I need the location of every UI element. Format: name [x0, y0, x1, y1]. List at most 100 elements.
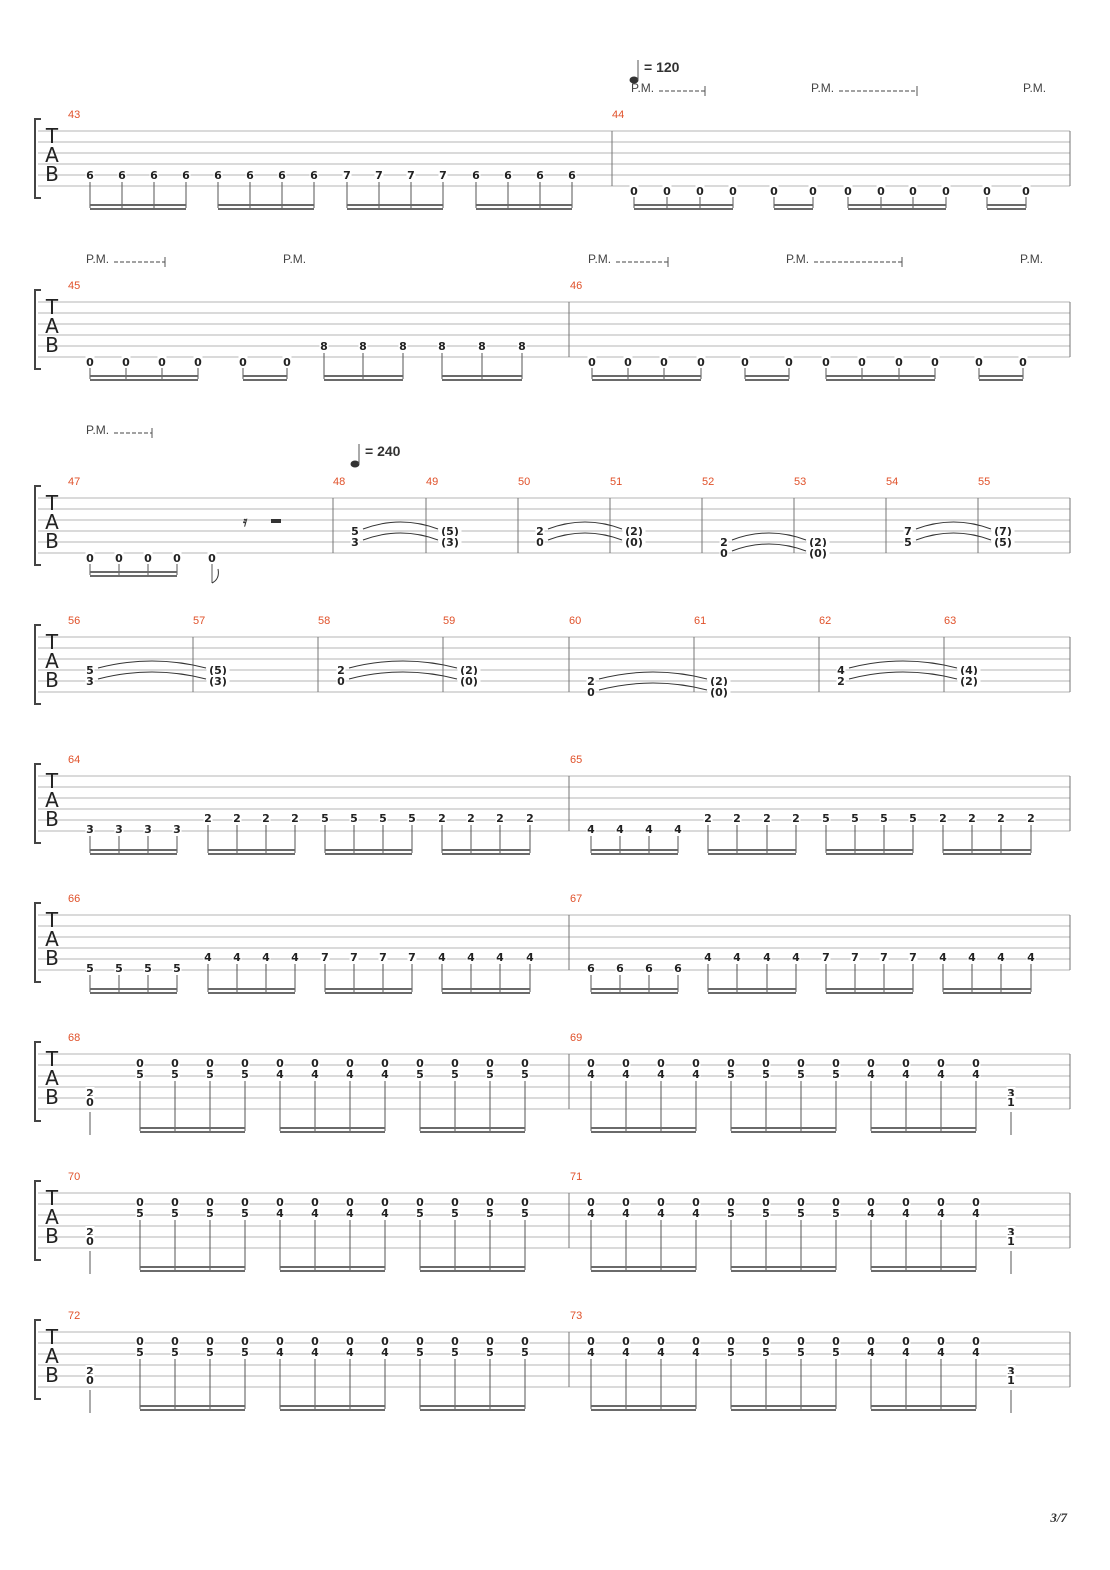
fret-number: 4: [276, 1346, 284, 1359]
fret-number: 0: [972, 1196, 980, 1209]
fret-number: 7: [904, 525, 912, 538]
tab-clef-letter: B: [45, 807, 59, 831]
fret-background: [769, 185, 779, 196]
fret-number: (3): [441, 536, 459, 549]
beam: [943, 992, 1031, 994]
fret-background: [85, 552, 95, 563]
fret-number: 5: [351, 525, 359, 538]
fret-background: [971, 1207, 981, 1218]
fret-background: [850, 951, 860, 962]
beam: [979, 375, 1023, 377]
tab-clef-letter: A: [45, 143, 59, 167]
fret-number: 5: [241, 1068, 249, 1081]
fret-number: 4: [657, 1068, 665, 1081]
measure-number: 68: [68, 1032, 80, 1044]
fret-background: [535, 525, 545, 536]
fret-number: (2): [625, 525, 643, 538]
fret-number: 3: [115, 823, 123, 836]
fret-background: [703, 812, 713, 823]
system-bracket: [34, 289, 41, 370]
fret-number: 6: [86, 169, 94, 182]
fret-number: 0: [136, 1335, 144, 1348]
fret-background: [135, 1207, 145, 1218]
fret-number: 0: [136, 1057, 144, 1070]
fret-number: 5: [86, 664, 94, 677]
fret-number: 6: [214, 169, 222, 182]
beam: [280, 1405, 385, 1407]
beam: [442, 849, 530, 851]
fret-number: 0: [311, 1057, 319, 1070]
fret-number: 4: [616, 823, 624, 836]
fret-number: 0: [451, 1335, 459, 1348]
tie-arc: [915, 521, 992, 530]
fret-number: 5: [851, 812, 859, 825]
tie-arc: [97, 671, 207, 680]
fret-number: 5: [880, 812, 888, 825]
beam: [324, 379, 403, 381]
fret-number: 5: [521, 1346, 529, 1359]
palm-mute-label: P.M.: [631, 81, 654, 95]
fret-number: 0: [521, 1057, 529, 1070]
fret-background: [971, 1335, 981, 1346]
fret-number: 3: [86, 823, 94, 836]
beam: [325, 988, 412, 990]
tie-arc: [362, 521, 439, 530]
beam: [208, 988, 295, 990]
fret-number: 2: [86, 1087, 94, 1100]
fret-number: 4: [291, 951, 299, 964]
fret-background: [695, 185, 705, 196]
fret-number: 7: [379, 951, 387, 964]
beam: [591, 1131, 696, 1133]
fret-number: 4: [276, 1068, 284, 1081]
beam: [987, 204, 1026, 206]
fret-number: 2: [86, 1226, 94, 1239]
fret-background: [586, 1057, 596, 1068]
fret-background: [901, 1335, 911, 1346]
fret-background: [310, 1346, 320, 1357]
beam: [325, 849, 412, 851]
beam: [280, 1270, 385, 1272]
beam: [140, 1266, 245, 1268]
measure-number: 57: [193, 615, 205, 627]
tab-clef-letter: A: [45, 510, 59, 534]
fret-number: 2: [233, 812, 241, 825]
fret-number: 5: [379, 812, 387, 825]
fret-background: [703, 951, 713, 962]
fret-number: 2: [968, 812, 976, 825]
measure-number: 72: [68, 1310, 80, 1322]
fret-background: [656, 1207, 666, 1218]
fret-number: 7: [439, 169, 447, 182]
fret-background: [450, 1207, 460, 1218]
beam: [943, 853, 1031, 855]
fret-background: [358, 340, 368, 351]
fret-number: 0: [770, 185, 778, 198]
fret-background: [621, 1207, 631, 1218]
measure-number: 61: [694, 615, 706, 627]
fret-background: [644, 962, 654, 973]
measure-number: 46: [570, 280, 582, 292]
fret-background: [876, 185, 886, 196]
beam: [943, 849, 1031, 851]
fret-background: [277, 169, 287, 180]
fret-number: 4: [204, 951, 212, 964]
fret-background: [232, 951, 242, 962]
fret-number: 0: [587, 1335, 595, 1348]
fret-background: [831, 1196, 841, 1207]
fret-number: 6: [587, 962, 595, 975]
fret-background: [796, 1207, 806, 1218]
fret-background: [520, 1068, 530, 1079]
fret-background: [622, 525, 646, 536]
beam: [826, 375, 935, 377]
fret-background: [205, 1068, 215, 1079]
fret-background: [495, 951, 505, 962]
fret-number: 0: [1022, 185, 1030, 198]
tab-clef-letter: B: [45, 162, 59, 186]
tempo-marking: = 120: [644, 59, 680, 75]
fret-number: 5: [136, 1068, 144, 1081]
fret-background: [796, 1346, 806, 1357]
beam: [442, 992, 530, 994]
fret-number: 0: [660, 356, 668, 369]
fret-background: [967, 951, 977, 962]
fret-number: 4: [587, 823, 595, 836]
beam: [591, 849, 678, 851]
